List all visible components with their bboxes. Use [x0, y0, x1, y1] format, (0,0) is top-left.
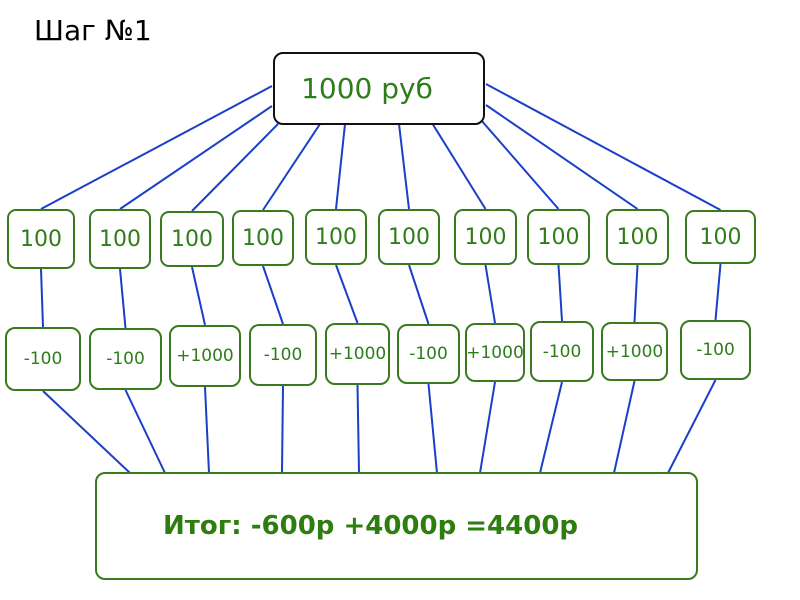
outcome-label: -100 [23, 349, 63, 369]
stake-box: 100 [378, 209, 440, 265]
outcome-label: -100 [409, 344, 448, 364]
root-to-stake-line [485, 104, 639, 210]
stake-to-outcome-line [633, 264, 639, 323]
outcome-box: -100 [397, 324, 460, 384]
outcome-label: +1000 [328, 344, 387, 364]
outcome-to-total-line [281, 385, 284, 474]
stake-label: 100 [464, 224, 507, 250]
outcome-to-total-line [539, 381, 563, 474]
root-to-stake-line [191, 123, 279, 212]
stake-to-outcome-line [408, 264, 430, 325]
stake-to-outcome-line [119, 268, 127, 329]
stake-to-outcome-line [262, 265, 284, 325]
outcome-box: +1000 [169, 325, 241, 387]
outcome-box: +1000 [325, 323, 390, 385]
root-to-stake-line [431, 122, 487, 210]
outcome-label: -100 [696, 340, 735, 360]
outcome-label: +1000 [605, 341, 664, 362]
stake-box: 100 [527, 209, 590, 265]
outcome-box: -100 [5, 327, 81, 391]
stake-label: 100 [699, 224, 742, 250]
outcome-box: +1000 [465, 323, 525, 382]
stake-label: 100 [171, 226, 213, 252]
stake-box: 100 [606, 209, 669, 265]
outcome-to-total-line [613, 380, 636, 474]
stake-box: 100 [232, 210, 294, 266]
stake-to-outcome-line [714, 263, 722, 321]
root-to-stake-line [480, 119, 560, 210]
root-to-stake-line [398, 123, 410, 210]
stake-to-outcome-line [557, 264, 563, 322]
stake-label: 100 [616, 224, 659, 250]
stake-label: 100 [20, 226, 62, 252]
stake-label: 100 [388, 224, 430, 250]
stake-label: 100 [242, 225, 284, 251]
stake-to-outcome-line [40, 268, 44, 328]
outcome-to-total-line [124, 389, 166, 474]
stake-box: 100 [454, 209, 517, 265]
outcome-to-total-line [427, 383, 438, 474]
stake-label: 100 [99, 226, 141, 252]
root-to-stake-line [335, 123, 346, 210]
root-amount-box: 1000 руб [273, 52, 485, 125]
stake-box: 100 [7, 209, 75, 269]
outcome-label: +1000 [176, 346, 234, 366]
root-to-stake-line [119, 105, 273, 210]
outcome-to-total-line [667, 379, 717, 474]
outcome-to-total-line [479, 381, 496, 474]
outcome-to-total-line [204, 386, 210, 474]
outcome-label: +1000 [466, 342, 524, 363]
stake-to-outcome-line [335, 264, 359, 324]
outcome-label: -100 [263, 345, 303, 365]
step-title: Шаг №1 [34, 14, 152, 47]
stake-to-outcome-line [484, 264, 496, 324]
root-to-stake-line [40, 85, 273, 210]
root-amount-label: 1000 руб [301, 72, 433, 105]
stake-box: 100 [89, 209, 151, 269]
root-to-stake-line [485, 83, 721, 211]
outcome-label: -100 [542, 341, 582, 362]
total-label: Итог: -600р +4000р =4400р [163, 511, 579, 541]
root-to-stake-line [262, 123, 321, 211]
total-box: Итог: -600р +4000р =4400р [95, 472, 698, 580]
outcome-box: -100 [249, 324, 317, 386]
outcome-box: -100 [89, 328, 162, 390]
stake-to-outcome-line [191, 266, 206, 326]
stake-label: 100 [537, 224, 580, 250]
stake-box: 100 [160, 211, 224, 267]
outcome-to-total-line [42, 390, 131, 474]
outcome-box: +1000 [601, 322, 668, 381]
outcome-label: -100 [106, 349, 145, 369]
stake-label: 100 [315, 224, 357, 250]
outcome-box: -100 [530, 321, 594, 382]
outcome-box: -100 [680, 320, 751, 380]
outcome-to-total-line [356, 384, 360, 474]
stake-box: 100 [305, 209, 367, 265]
stake-box: 100 [685, 210, 756, 264]
